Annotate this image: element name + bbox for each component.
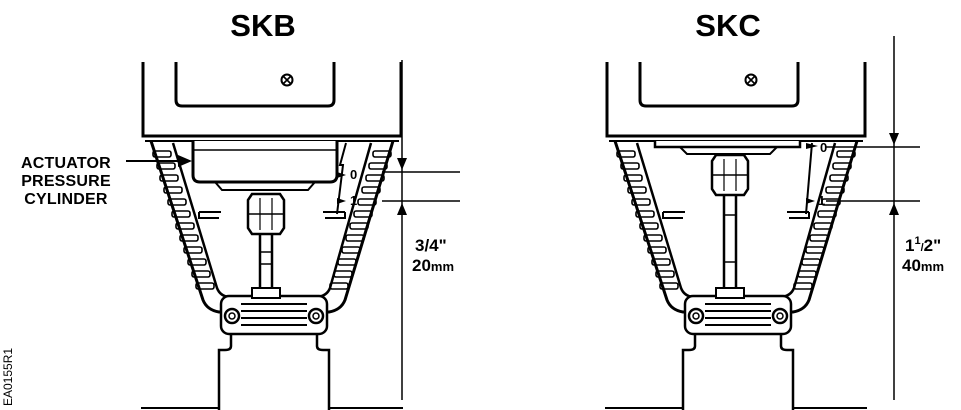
skb-tick-one: 1 xyxy=(350,193,357,208)
skc-mm-unit: mm xyxy=(921,259,944,274)
skc-stroke-inch: 11/2" xyxy=(905,235,941,255)
skb-pressure-cylinder xyxy=(191,141,339,184)
skb-tick-zero: 0 xyxy=(350,167,357,182)
drawing-code: EA0155R1 xyxy=(1,348,15,406)
skc-mm-value: 40 xyxy=(902,256,921,275)
skb-stroke-dimension xyxy=(382,60,460,400)
skc-stroke-mm: 40mm xyxy=(902,256,944,275)
skb-stem-nut xyxy=(246,192,286,236)
skc-stroke-scale: 0 1 xyxy=(805,140,827,215)
skb-stroke-mm: 20mm xyxy=(412,256,454,275)
skc-inch-num: 1 xyxy=(914,235,920,247)
skb-title: SKB xyxy=(230,8,295,43)
skb-cylinder-label: ACTUATOR PRESSURE CYLINDER xyxy=(21,155,192,208)
skc-diagram: SKC 0 1 11/2" 40mm xyxy=(603,8,944,410)
skb-diagram: SKB 0 1 ACTUATOR PRESSURE CYLINDER xyxy=(21,8,460,410)
skb-stroke-scale: 0 1 xyxy=(336,142,357,215)
skc-stroke-dimension xyxy=(826,36,920,400)
label-line-2: PRESSURE xyxy=(21,173,111,190)
skc-inch-den: 2" xyxy=(924,236,942,255)
skc-stem-nut xyxy=(710,153,750,197)
skb-stroke-inch: 3/4" xyxy=(415,236,447,255)
label-line-3: CYLINDER xyxy=(24,191,108,208)
skc-pressure-cylinder xyxy=(653,141,802,149)
skc-tick-one: 1 xyxy=(818,193,825,208)
skb-mm-unit: mm xyxy=(431,259,454,274)
label-line-1: ACTUATOR xyxy=(21,155,111,172)
skc-inch-whole: 1 xyxy=(905,236,914,255)
skb-mm-value: 20 xyxy=(412,256,431,275)
skc-title: SKC xyxy=(695,8,760,43)
skc-tick-zero: 0 xyxy=(820,140,827,155)
